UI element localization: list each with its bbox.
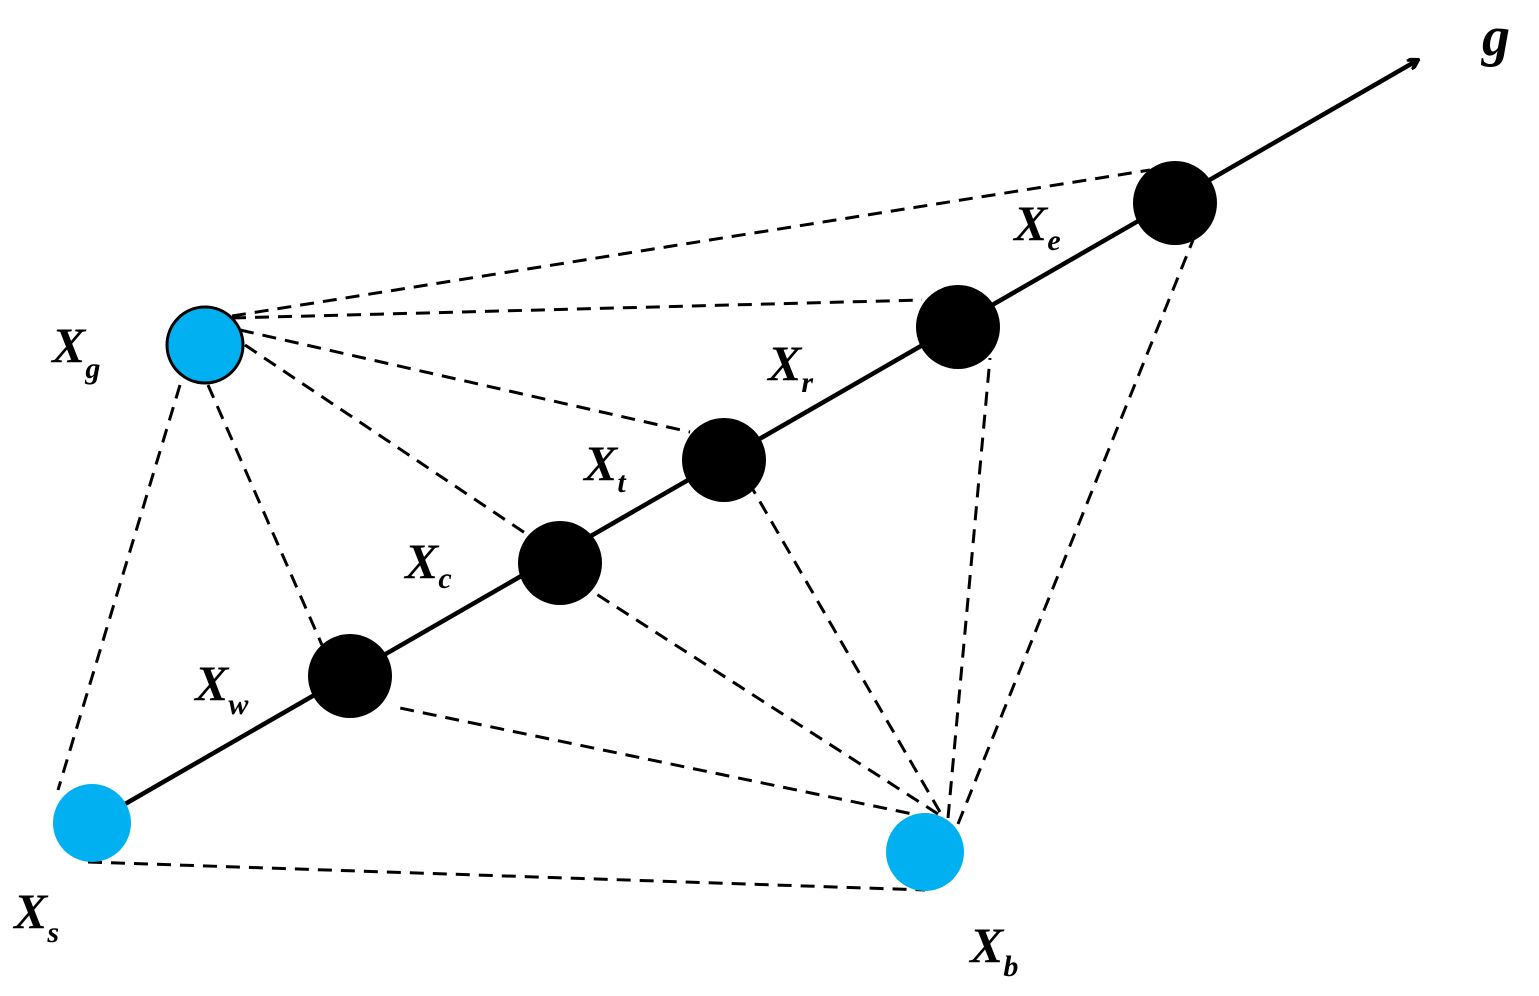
point-xr	[916, 285, 1000, 369]
label-xb: Xb	[968, 917, 1018, 983]
label-xs: Xs	[12, 883, 59, 949]
point-xs	[53, 784, 131, 862]
axis-label-g: g	[1480, 6, 1510, 68]
dash-xg-xw	[206, 384, 324, 646]
dashed-lines-to-xb	[87, 239, 1195, 892]
label-xc: Xc	[403, 533, 452, 595]
dash-xg-xt	[239, 328, 691, 434]
label-xt: Xt	[582, 435, 627, 499]
point-xe	[1133, 161, 1217, 245]
point-xw	[308, 634, 392, 718]
dash-xb-xe	[956, 239, 1195, 825]
dash-xg-xc	[244, 343, 529, 537]
label-xg: Xg	[50, 317, 100, 385]
label-xw: Xw	[193, 655, 249, 721]
point-xg	[165, 305, 245, 385]
dash-xb-xr	[946, 357, 992, 819]
dash-xg-xs	[56, 384, 182, 791]
label-xr: Xr	[766, 335, 813, 399]
point-xt	[682, 418, 766, 502]
dash-xs-xb	[87, 860, 926, 892]
dash-xg-xr	[231, 298, 923, 320]
point-xc	[518, 521, 602, 605]
dash-xb-xw	[394, 705, 933, 820]
dashed-lines-from-xg	[56, 168, 1151, 791]
dash-xb-xc	[589, 588, 939, 816]
point-xb	[886, 813, 964, 891]
label-xe: Xe	[1012, 195, 1061, 257]
dash-xg-xe	[231, 168, 1151, 318]
dash-xb-xt	[750, 487, 942, 813]
